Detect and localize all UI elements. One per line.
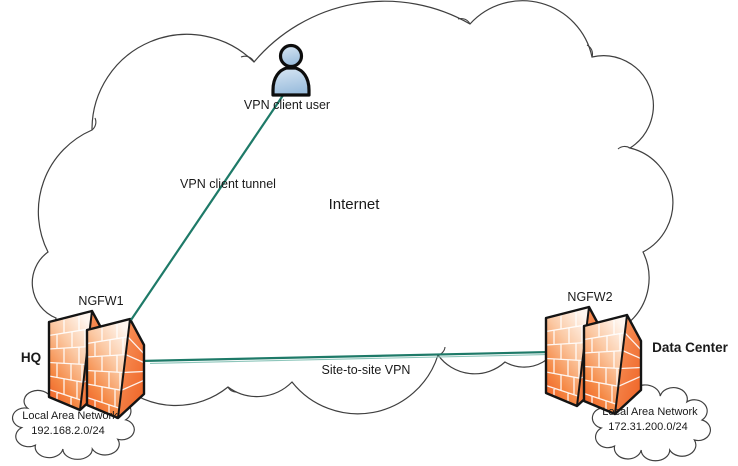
- dc-lan-line2: 172.31.200.0/24: [608, 421, 688, 433]
- firewall-ngfw1: [47, 309, 146, 420]
- hq-lan-line2: 192.168.2.0/24: [31, 425, 104, 437]
- site-to-site-vpn-line: [139, 350, 553, 364]
- firewall-ngfw2: [544, 305, 643, 416]
- hq-lan-line1: Local Area Network: [22, 410, 118, 422]
- internet-label: Internet: [329, 196, 381, 213]
- vpn-client-user-label: VPN client user: [244, 98, 330, 112]
- ngfw1-label: NGFW1: [78, 294, 123, 308]
- data-center-label: Data Center: [652, 340, 729, 355]
- vpn-client-tunnel-line: [130, 84, 291, 321]
- dc-lan-line1: Local Area Network: [602, 406, 698, 418]
- vpn-client-user-icon: [271, 43, 311, 97]
- site-to-site-label: Site-to-site VPN: [322, 363, 411, 377]
- vpn-client-tunnel-label: VPN client tunnel: [180, 177, 276, 191]
- ngfw2-label: NGFW2: [567, 290, 612, 304]
- hq-label: HQ: [21, 350, 41, 365]
